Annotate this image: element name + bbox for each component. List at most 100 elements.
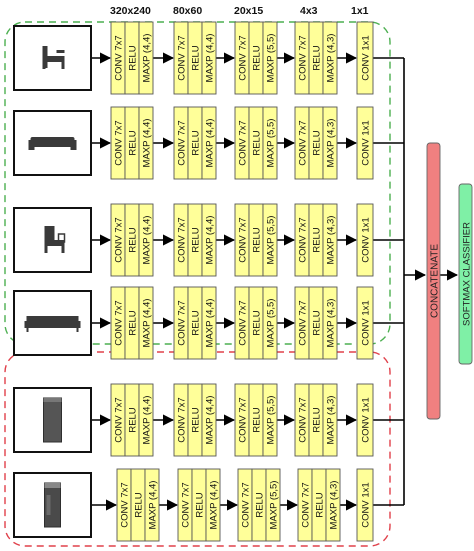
block-layer-label: RELU: [315, 492, 326, 517]
block-layer-label: RELU: [191, 407, 202, 432]
softmax-classifier: SOFTMAX CLASSIFIER: [458, 183, 473, 365]
block-layer-label: CONV 7x7: [114, 35, 125, 80]
block-layer-label: CONV 7x7: [181, 482, 192, 527]
block-layer-label: RELU: [191, 130, 202, 155]
thumbnail-sofa-front: [28, 137, 77, 150]
block-layer-label: RELU: [128, 227, 139, 252]
block-layer-label: RELU: [191, 310, 202, 335]
block-layer-label: CONV 1x1: [361, 120, 372, 165]
block-layer-label: MAXP (5,5): [266, 396, 277, 445]
thumbnail-chair-back: [44, 226, 66, 253]
block-layer-label: RELU: [312, 310, 323, 335]
block-layer-label: CONV 7x7: [298, 35, 309, 80]
thumbnail-chair-side: [42, 46, 65, 69]
block-layer-label: CONV 7x7: [114, 217, 125, 262]
block-layer-label: MAXP (4,3): [326, 216, 337, 265]
block-layer: [262, 21, 278, 95]
block-layer: [201, 106, 217, 180]
block-layer: [322, 383, 338, 457]
block-layer: [138, 106, 154, 180]
col-header-4x3: 4x3: [300, 5, 318, 17]
block-layer-label: CONV 7x7: [298, 217, 309, 262]
block-layer: [262, 286, 278, 360]
block-layer-label: RELU: [252, 407, 263, 432]
block-layer-label: CONV 7x7: [177, 300, 188, 345]
conv-1x1-block: CONV 1x1: [356, 203, 374, 277]
block-layer-label: CONV 7x7: [114, 397, 125, 442]
block-layer-label: RELU: [252, 45, 263, 70]
classifier-bar: [458, 183, 473, 365]
block-layer-label: MAXP (4,4): [205, 34, 216, 83]
block-layer-label: CONV 1x1: [361, 35, 372, 80]
concatenate-label: CONCATENATE: [430, 244, 441, 318]
conv-1x1-block: CONV 1x1: [356, 468, 374, 542]
block-layer-label: MAXP (4,4): [205, 299, 216, 348]
block-layer: [262, 106, 278, 180]
block-layer: [205, 468, 221, 542]
block-layer-label: MAXP (4,4): [205, 216, 216, 265]
block-layer-label: CONV 7x7: [177, 120, 188, 165]
block-layer: [356, 286, 374, 360]
block-layer: [262, 383, 278, 457]
block-layer-label: MAXP (5,5): [266, 119, 277, 168]
conv-1x1-block: CONV 1x1: [356, 286, 374, 360]
block-layer-label: CONV 7x7: [238, 397, 249, 442]
block-layer-label: CONV 1x1: [361, 482, 372, 527]
block-layer: [201, 286, 217, 360]
thumbnail-depth-side: [44, 482, 61, 528]
block-layer-label: CONV 1x1: [361, 217, 372, 262]
block-layer-label: CONV 7x7: [238, 300, 249, 345]
block-layer-label: MAXP (4,4): [148, 481, 159, 530]
block-layer-label: RELU: [252, 310, 263, 335]
block-layer-label: CONV 7x7: [114, 300, 125, 345]
block-layer-label: RELU: [128, 45, 139, 70]
block-layer-label: MAXP (4,3): [326, 396, 337, 445]
block-layer: [325, 468, 341, 542]
block-layer-label: CONV 7x7: [238, 120, 249, 165]
block-layer-label: MAXP (5,5): [269, 481, 280, 530]
block-layer-label: MAXP (4,4): [205, 119, 216, 168]
thumbnail-frame: [13, 207, 92, 273]
block-layer-label: RELU: [312, 45, 323, 70]
thumbnail-sofa-side: [24, 316, 81, 332]
block-layer-label: CONV 1x1: [361, 300, 372, 345]
block-layer-label: CONV 7x7: [298, 120, 309, 165]
block-layer-label: MAXP (4,3): [326, 34, 337, 83]
block-layer-label: MAXP (5,5): [266, 299, 277, 348]
block-layer: [138, 21, 154, 95]
classifier-label: SOFTMAX CLASSIFIER: [462, 222, 473, 326]
block-layer-label: RELU: [312, 407, 323, 432]
block-layer: [322, 21, 338, 95]
block-layer: [356, 106, 374, 180]
block-layer-label: MAXP (4,3): [326, 119, 337, 168]
block-layer: [356, 468, 374, 542]
block-layer-label: MAXP (4,4): [209, 481, 220, 530]
thumbnail-depth-front: [43, 397, 62, 443]
block-layer: [322, 286, 338, 360]
concatenate-layer: CONCATENATE: [426, 142, 441, 420]
block-layer-label: RELU: [252, 227, 263, 252]
block-layer: [201, 21, 217, 95]
block-layer-label: CONV 7x7: [177, 217, 188, 262]
conv-1x1-block: CONV 1x1: [356, 106, 374, 180]
block-layer-label: RELU: [128, 130, 139, 155]
block-layer: [262, 203, 278, 277]
